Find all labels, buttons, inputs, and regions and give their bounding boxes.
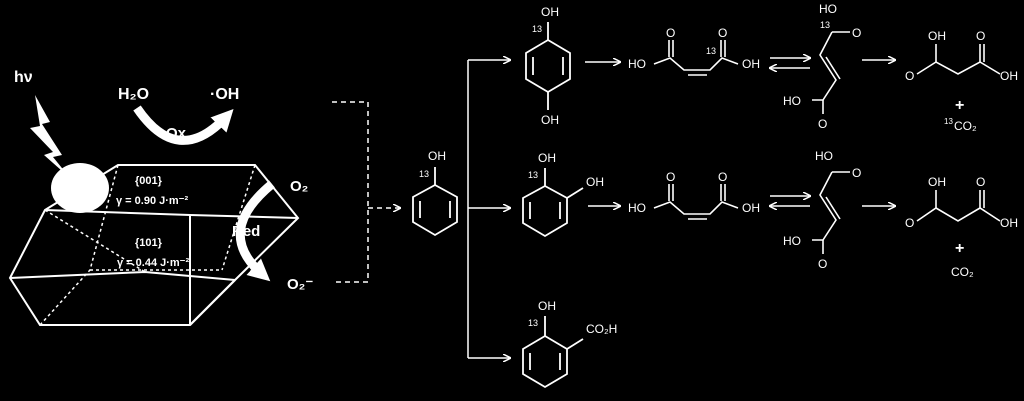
branch-arrows <box>467 60 510 358</box>
salicylic-acid-molecule <box>522 316 584 389</box>
malonic-2-o-right: O <box>976 175 985 189</box>
hydroxyl-label: ·OH <box>210 86 239 103</box>
hydroquinone-oh-top: OH <box>541 5 559 19</box>
catechol-oh-top: OH <box>538 151 556 165</box>
malonic-2-oh-left: OH <box>928 175 946 189</box>
dashed-bracket <box>332 101 400 283</box>
facet-001-energy: γ = 0.90 J·m⁻² <box>116 195 188 207</box>
salicylic-13c: 13 <box>528 318 538 328</box>
facet-001-index: {001} <box>135 175 163 187</box>
facet-101-index: {101} <box>135 237 163 249</box>
phenol-oh: OH <box>428 149 446 163</box>
tio2-crystal <box>8 164 300 326</box>
muconic-2-ho: HO <box>628 201 646 215</box>
fumaric-1-13c: 13 <box>820 20 830 30</box>
ox-label: Ox <box>166 125 187 142</box>
muconic-1-o-left: O <box>666 26 675 40</box>
labeled-co2: CO₂ <box>954 119 977 133</box>
light-label: hν <box>14 69 33 86</box>
muconic-1-13c: 13 <box>706 46 716 56</box>
fumaric-1-ho-bottom: HO <box>783 94 801 108</box>
oxidation-arrow <box>133 105 234 145</box>
plus-1: + <box>955 97 964 114</box>
facet-101-energy: γ = 0.44 J·m⁻² <box>117 257 189 269</box>
fumaric-1-o-bottom: O <box>818 117 827 131</box>
labeled-co2-13: 13 <box>944 117 953 126</box>
fumaric-1-o-top: O <box>852 26 861 40</box>
malonic-1-oh-right: OH <box>1000 69 1018 83</box>
phenol-13c-label: 13 <box>419 169 429 179</box>
hydroquinone-13c: 13 <box>532 24 542 34</box>
water-label: H₂O <box>118 86 149 103</box>
red-label: Red <box>232 223 260 240</box>
fumaric-acid-1 <box>812 31 850 114</box>
fumaric-2-ho-top: HO <box>815 149 833 163</box>
reduction-arrow <box>235 180 275 282</box>
malonic-1-o-left: O <box>905 69 914 83</box>
hydroquinone-oh-bottom: OH <box>541 113 559 127</box>
muconic-2-o-left: O <box>666 170 675 184</box>
equilibrium-arrows-1 <box>770 58 810 68</box>
fumaric-2-o-bottom: O <box>818 257 827 271</box>
muconic-2-oh: OH <box>742 201 760 215</box>
catechol-13c: 13 <box>528 170 538 180</box>
muconic-1-o-right: O <box>718 26 727 40</box>
cocatalyst-particle <box>51 163 109 213</box>
phenol-molecule <box>412 167 458 237</box>
salicylic-oh: OH <box>538 299 556 313</box>
malonic-1-oh-left: OH <box>928 29 946 43</box>
oxygen-label: O₂ <box>290 178 308 195</box>
malonic-2-o-left: O <box>905 216 914 230</box>
muconic-2-o-right: O <box>718 170 727 184</box>
catechol-oh-side: OH <box>586 175 604 189</box>
hydroquinone-molecule <box>525 22 571 110</box>
fumaric-acid-2 <box>812 171 850 254</box>
malonic-acid-1 <box>916 44 1001 75</box>
muconic-acid-2 <box>653 184 739 220</box>
muconic-1-oh: OH <box>742 57 760 71</box>
fumaric-2-ho-bottom: HO <box>783 234 801 248</box>
equilibrium-arrows-2 <box>770 196 810 206</box>
superoxide-label: O₂⁻ <box>287 276 313 293</box>
malonic-2-oh-right: OH <box>1000 216 1018 230</box>
muconic-acid-1 <box>653 40 739 76</box>
fumaric-1-ho-top: HO <box>819 2 837 16</box>
fumaric-2-o-top: O <box>852 166 861 180</box>
co2-product: CO₂ <box>951 265 974 279</box>
malonic-1-o-right: O <box>976 29 985 43</box>
plus-2: + <box>955 240 964 257</box>
salicylic-co2h: CO₂H <box>586 322 617 336</box>
catechol-molecule <box>522 168 584 238</box>
muconic-1-ho: HO <box>628 57 646 71</box>
lightning-icon <box>30 95 70 178</box>
malonic-acid-2 <box>916 190 1001 222</box>
